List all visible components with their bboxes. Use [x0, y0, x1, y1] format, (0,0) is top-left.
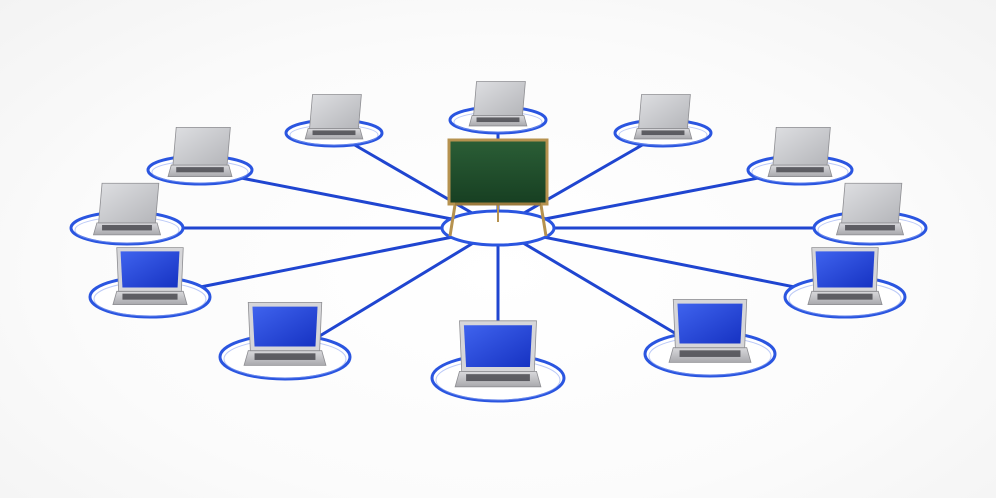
laptop-lid-back [473, 81, 526, 116]
keyboard [845, 224, 895, 231]
laptop-node [218, 301, 352, 381]
keyboard [312, 130, 356, 136]
link-line [496, 168, 802, 230]
laptop-node [146, 126, 254, 186]
laptop-node [284, 94, 384, 148]
link-line [198, 168, 500, 230]
laptop-node [448, 81, 548, 135]
laptop-nodes [69, 81, 928, 403]
keyboard [122, 293, 178, 300]
laptop-lid-back [309, 94, 362, 129]
laptop-node [69, 182, 185, 246]
link-line [148, 226, 500, 299]
laptop-node [430, 320, 566, 403]
laptop-lid-back [98, 182, 160, 224]
chalkboard [447, 138, 549, 237]
keyboard [254, 353, 316, 360]
laptop-lid-back [638, 94, 691, 129]
keyboard [102, 224, 152, 231]
laptop-lid-back [841, 182, 903, 224]
keyboard [679, 350, 741, 357]
laptop-screen [120, 251, 180, 288]
laptop-node [783, 247, 907, 319]
keyboard [817, 293, 873, 300]
laptop-screen [252, 306, 318, 347]
laptop-node [746, 126, 854, 186]
keyboard [476, 117, 520, 123]
keyboard [176, 167, 224, 173]
link-line [496, 226, 847, 299]
laptop-node [613, 94, 713, 148]
laptop-screen [677, 303, 743, 344]
laptop-lid-back [772, 126, 831, 166]
keyboard [641, 130, 685, 136]
laptop-node [643, 298, 777, 378]
hub [440, 138, 556, 247]
laptop-node [88, 247, 212, 319]
laptop-screen [463, 325, 533, 367]
laptop-screen [815, 251, 875, 288]
laptop-node [812, 182, 928, 246]
keyboard [776, 167, 824, 173]
keyboard [466, 374, 530, 382]
laptop-lid-back [172, 126, 231, 166]
